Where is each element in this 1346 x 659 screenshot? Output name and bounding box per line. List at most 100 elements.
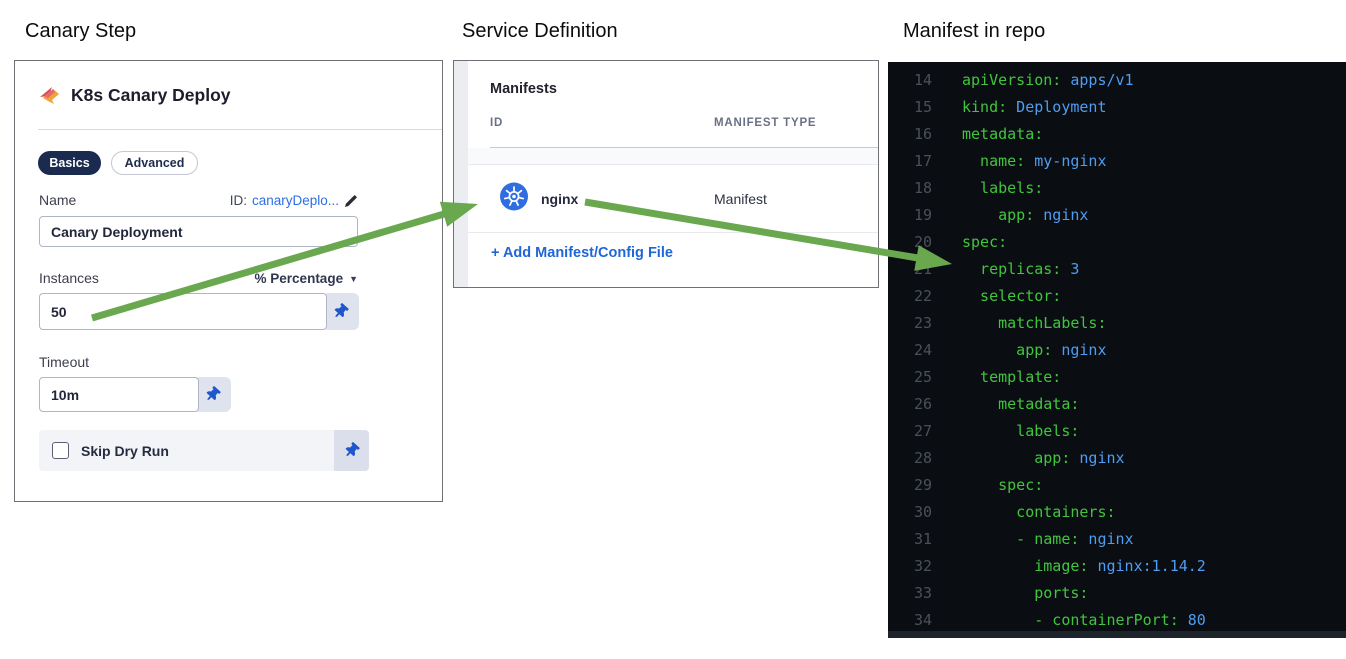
- line-number: 14: [913, 71, 932, 89]
- kubernetes-icon: [499, 181, 529, 216]
- code-line: 26 metadata:: [888, 391, 1346, 418]
- code-line: 17 name: my-nginx: [888, 148, 1346, 175]
- code-line: 14 apiVersion: apps/v1: [888, 67, 1346, 94]
- code-text: image: nginx:1.14.2: [962, 557, 1206, 575]
- manifest-row-nginx[interactable]: nginx Manifest: [468, 164, 878, 233]
- line-number: 32: [913, 557, 932, 575]
- code-text: - name: nginx: [962, 530, 1134, 548]
- line-number: 34: [913, 611, 932, 629]
- code-text: app: nginx: [962, 449, 1125, 467]
- code-line: 31 - name: nginx: [888, 526, 1346, 553]
- manifests-title: Manifests: [490, 81, 557, 97]
- code-line: 21 replicas: 3: [888, 256, 1346, 283]
- canary-icon: [39, 86, 61, 105]
- code-text: metadata:: [962, 125, 1044, 143]
- code-text: template:: [962, 368, 1062, 386]
- line-number: 31: [913, 530, 932, 548]
- code-text: matchLabels:: [962, 314, 1107, 332]
- manifest-type: Manifest: [714, 190, 767, 207]
- code-line: 19 app: nginx: [888, 202, 1346, 229]
- code-line: 34 - containerPort: 80: [888, 607, 1346, 634]
- line-number: 30: [913, 503, 932, 521]
- instances-pin-button[interactable]: [322, 293, 359, 330]
- line-number: 15: [913, 98, 932, 116]
- line-number: 16: [913, 125, 932, 143]
- code-line: 24 app: nginx: [888, 337, 1346, 364]
- code-line: 30 containers:: [888, 499, 1346, 526]
- panel-left-gutter: [454, 61, 468, 287]
- code-text: - containerPort: 80: [962, 611, 1206, 629]
- timeout-label: Timeout: [39, 354, 90, 370]
- skip-dry-run-pin-button[interactable]: [334, 430, 369, 471]
- column-header-id: ID: [490, 117, 504, 129]
- line-number: 29: [913, 476, 932, 494]
- line-number: 21: [913, 260, 932, 278]
- code-line: 29 spec:: [888, 472, 1346, 499]
- instances-input-group: [39, 293, 359, 330]
- code-text: selector:: [962, 287, 1062, 305]
- edit-pencil-icon[interactable]: [344, 194, 358, 208]
- line-number: 27: [913, 422, 932, 440]
- skip-dry-run-checkbox[interactable]: [52, 442, 69, 459]
- unit-dropdown-value: % Percentage: [254, 271, 344, 286]
- name-label: Name: [39, 192, 77, 208]
- tab-advanced[interactable]: Advanced: [111, 151, 198, 175]
- manifest-id: nginx: [541, 190, 579, 207]
- line-number: 28: [913, 449, 932, 467]
- code-text: apiVersion: apps/v1: [962, 71, 1134, 89]
- code-line: 18 labels:: [888, 175, 1346, 202]
- code-line: 22 selector:: [888, 283, 1346, 310]
- code-text: app: nginx: [962, 206, 1089, 224]
- tab-basics[interactable]: Basics: [38, 151, 101, 175]
- code-line: 28 app: nginx: [888, 445, 1346, 472]
- code-text: spec:: [962, 233, 1008, 251]
- code-line: 16 metadata:: [888, 121, 1346, 148]
- line-number: 23: [913, 314, 932, 332]
- instances-input[interactable]: [39, 293, 327, 330]
- code-text: metadata:: [962, 395, 1080, 413]
- code-text: spec:: [962, 476, 1044, 494]
- code-text: name: my-nginx: [962, 152, 1107, 170]
- code-text: labels:: [962, 422, 1080, 440]
- code-line: 32 image: nginx:1.14.2: [888, 553, 1346, 580]
- skip-dry-run-row: Skip Dry Run: [39, 430, 369, 471]
- unit-dropdown[interactable]: % Percentage ▼: [255, 271, 358, 286]
- id-prefix: ID:: [229, 193, 247, 208]
- instances-label: Instances: [39, 270, 99, 286]
- skip-dry-run-label: Skip Dry Run: [81, 442, 169, 459]
- heading-manifest-in-repo: Manifest in repo: [903, 20, 1046, 42]
- heading-service-definition: Service Definition: [462, 20, 618, 42]
- code-text: app: nginx: [962, 341, 1107, 359]
- code-line: 23 matchLabels:: [888, 310, 1346, 337]
- line-number: 26: [913, 395, 932, 413]
- timeout-pin-button[interactable]: [194, 377, 231, 412]
- code-line: 20 spec:: [888, 229, 1346, 256]
- code-text: labels:: [962, 179, 1044, 197]
- chevron-down-icon: ▼: [349, 273, 358, 284]
- line-number: 19: [913, 206, 932, 224]
- code-scrollbar-track[interactable]: [888, 631, 1346, 638]
- timeout-input-group: [39, 377, 231, 412]
- code-text: replicas: 3: [962, 260, 1080, 278]
- code-line: 33 ports:: [888, 580, 1346, 607]
- code-text: ports:: [962, 584, 1089, 602]
- line-number: 24: [913, 341, 932, 359]
- line-number: 17: [913, 152, 932, 170]
- step-id-link[interactable]: canaryDeplo...: [251, 193, 339, 208]
- title-divider: [38, 129, 442, 130]
- service-definition-panel: Manifests ID MANIFEST TYPE: [453, 60, 879, 288]
- line-number: 20: [913, 233, 932, 251]
- name-input[interactable]: [39, 216, 358, 247]
- table-header-divider: [490, 147, 878, 148]
- line-number: 25: [913, 368, 932, 386]
- timeout-input[interactable]: [39, 377, 199, 412]
- column-header-manifest-type: MANIFEST TYPE: [714, 117, 817, 129]
- step-title: K8s Canary Deploy: [71, 85, 231, 105]
- canary-step-panel: K8s Canary Deploy Basics Advanced Name I…: [14, 60, 443, 502]
- add-manifest-link[interactable]: + Add Manifest/Config File: [491, 245, 673, 261]
- line-number: 22: [913, 287, 932, 305]
